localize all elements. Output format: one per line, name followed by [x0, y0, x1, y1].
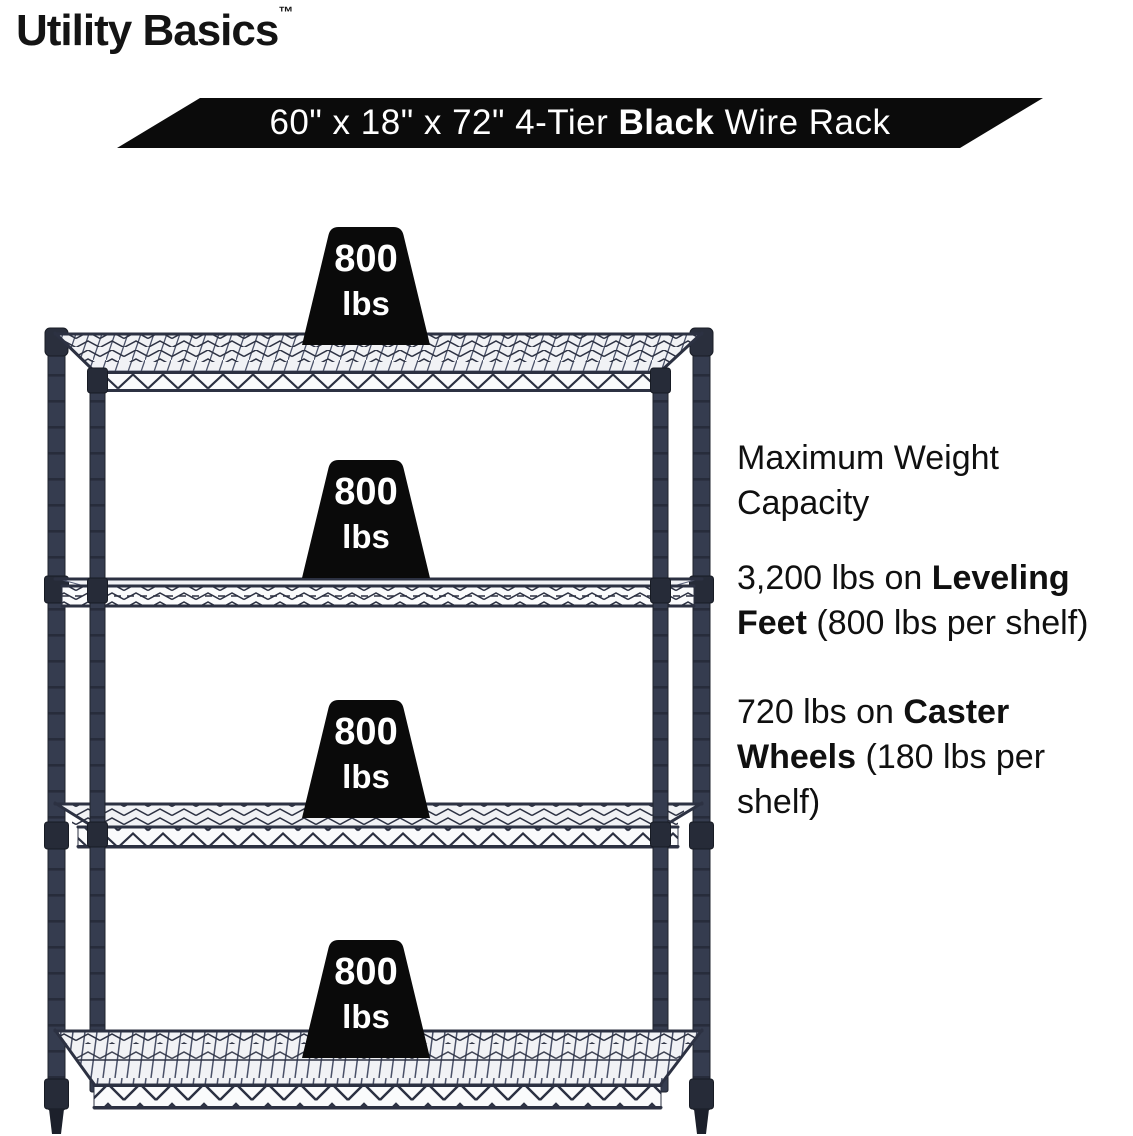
- caster-wheels-capacity: 720 lbs on Caster Wheels (180 lbs per sh…: [737, 690, 1127, 825]
- weight-value: 800: [334, 471, 398, 513]
- capacity-info: Maximum Weight Capacity 3,200 lbs on Lev…: [737, 436, 1127, 825]
- banner-text-post: Wire Rack: [714, 103, 891, 142]
- capacity-heading: Maximum Weight Capacity: [737, 439, 999, 522]
- weight-shape: [302, 460, 430, 578]
- weight-marker-shelf-4: 800 lbs: [302, 940, 430, 1058]
- weight-marker-shelf-1: 800 lbs: [302, 227, 430, 345]
- weight-unit: lbs: [342, 758, 390, 795]
- wire-rack-illustration: [44, 327, 714, 1134]
- weight-unit: lbs: [342, 998, 390, 1035]
- back-right-post: [689, 327, 714, 1111]
- back-left-post: [44, 327, 69, 1111]
- leveling-feet-capacity: 3,200 lbs on Leveling Feet (800 lbs per …: [737, 556, 1127, 646]
- leveling-feet: [44, 1078, 714, 1134]
- weight-value: 800: [334, 238, 398, 280]
- weight-shape: [302, 940, 430, 1058]
- banner-text-bold: Black: [618, 103, 715, 142]
- leveling-post: (800 lbs per shelf): [806, 604, 1089, 642]
- caster-post: (180 lbs per shelf): [737, 738, 1046, 821]
- leveling-bold: Leveling Feet: [737, 559, 1070, 642]
- shelf-2: [53, 577, 704, 608]
- front-right-post: [650, 367, 671, 1093]
- weight-unit: lbs: [342, 285, 390, 322]
- weight-marker-shelf-3: 800 lbs: [302, 700, 430, 818]
- weight-value: 800: [334, 711, 398, 753]
- leveling-pre: 3,200 lbs on: [737, 559, 932, 597]
- weight-unit: lbs: [342, 518, 390, 555]
- front-left-post: [87, 367, 108, 1093]
- title-banner: 60" x 18" x 72" 4-Tier Black Wire Rack: [117, 98, 1043, 148]
- weight-shape: [302, 700, 430, 818]
- weight-shape: [302, 227, 430, 345]
- brand-name: Utility Basics: [16, 6, 279, 55]
- brand-trademark: ™: [278, 4, 294, 21]
- caster-pre: 720 lbs on: [737, 693, 904, 731]
- weight-marker-shelf-2: 800 lbs: [302, 460, 430, 578]
- brand-logo: Utility Basics™: [16, 4, 293, 56]
- weight-value: 800: [334, 951, 398, 993]
- banner-text-pre: 60" x 18" x 72" 4-Tier: [269, 103, 619, 142]
- caster-bold: Caster Wheels: [737, 693, 1010, 776]
- shelf-1: [53, 331, 704, 392]
